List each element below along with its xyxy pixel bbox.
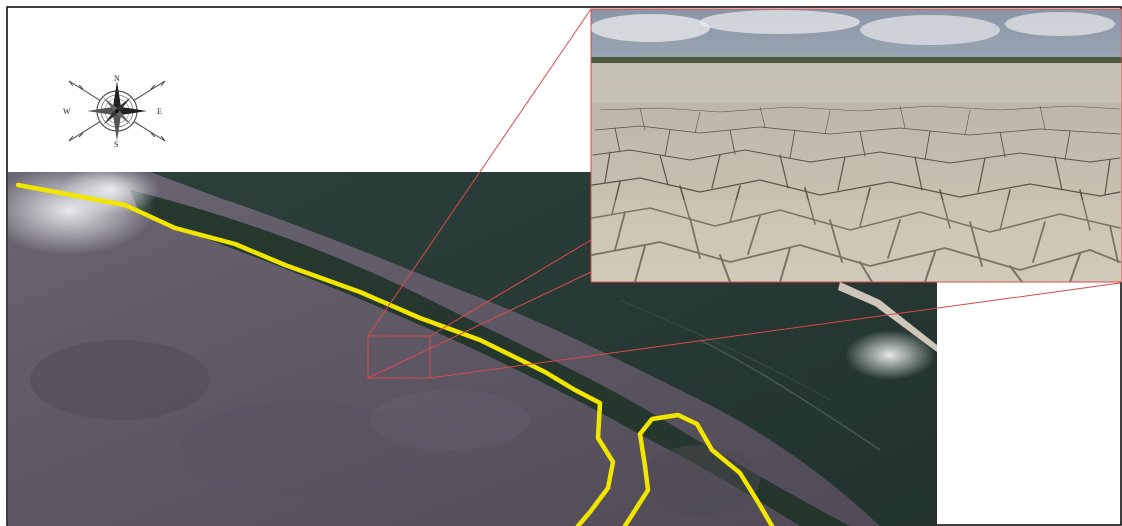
zoom-callout xyxy=(367,8,1121,379)
compass-east-label: E xyxy=(157,107,162,116)
cloud xyxy=(845,330,935,380)
mud-cracks xyxy=(591,105,1121,282)
compass-rose: N S E W xyxy=(63,74,166,149)
compass-south-label: S xyxy=(114,140,118,149)
study-area-boundary xyxy=(15,182,775,526)
zoom-box xyxy=(367,335,431,379)
compass-west-label: W xyxy=(63,107,71,116)
inset-photo-border xyxy=(590,8,1122,283)
compass-north-label: N xyxy=(114,74,120,83)
shoreline xyxy=(838,282,937,352)
inset-photo xyxy=(591,9,1122,282)
